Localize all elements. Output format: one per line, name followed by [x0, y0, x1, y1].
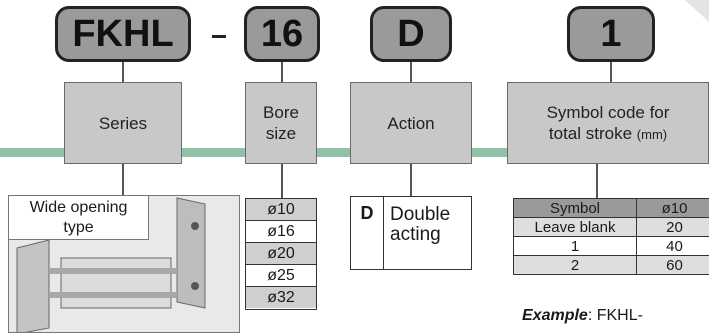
gripper-illustration: [9, 196, 239, 332]
stroke-table: Symbol ø10 Leave blank 20 1 40 2 60: [513, 198, 709, 275]
series-photo: Wide opening type: [8, 195, 240, 333]
stroke-code-box: 1: [567, 6, 655, 62]
photo-caption-line2: type: [63, 219, 94, 236]
connector-line: [281, 164, 283, 198]
connector-line: [410, 62, 412, 82]
table-cell: 40: [636, 236, 709, 256]
table-cell: Leave blank: [513, 217, 637, 237]
bore-size-item: ø16: [246, 221, 316, 243]
bore-size-item: ø32: [246, 287, 316, 308]
connector-line: [122, 62, 124, 82]
bore-label-line1: Bore: [263, 103, 299, 122]
action-code: D: [351, 197, 384, 269]
code-separator-dash: [212, 35, 226, 38]
connector-line: [122, 164, 124, 195]
bore-size-item: ø25: [246, 265, 316, 287]
header-bore: ø10: [636, 198, 709, 218]
stroke-label-line2: total stroke: [548, 123, 633, 143]
table-cell: 20: [636, 217, 709, 237]
header-symbol: Symbol: [513, 198, 637, 218]
stroke-symbol-label: Symbol code for total stroke (mm): [507, 82, 709, 164]
table-row: 1 40: [513, 236, 709, 256]
stroke-label-line1: Symbol code for: [546, 102, 670, 122]
bore-code-box: 16: [244, 6, 320, 62]
connector-line: [610, 62, 612, 82]
stroke-table-wrap: Symbol ø10 Leave blank 20 1 40 2 60: [513, 198, 709, 275]
series-label-text: Series: [98, 113, 148, 133]
bore-size-list: ø10 ø16 ø20 ø25 ø32: [245, 198, 317, 310]
table-cell: 2: [513, 255, 637, 275]
table-row: 2 60: [513, 255, 709, 275]
table-cell: 1: [513, 236, 637, 256]
action-description: Double acting: [384, 197, 471, 269]
series-code-box: FKHL: [55, 6, 191, 62]
stroke-table-header: Symbol ø10: [513, 198, 709, 218]
photo-caption: Wide opening type: [9, 196, 149, 240]
photo-caption-line1: Wide opening: [29, 199, 128, 216]
action-label: Action: [350, 82, 472, 164]
corner-decoration: [685, 0, 709, 22]
stroke-label-unit: (mm): [636, 126, 668, 142]
example-text: : FKHL-: [587, 307, 643, 324]
action-desc-line2: acting: [390, 224, 441, 245]
bore-size-label: Bore size: [245, 82, 317, 164]
connector-line: [281, 62, 283, 82]
connector-line: [410, 164, 412, 196]
bore-size-item: ø20: [246, 243, 316, 265]
example-label: Example: [522, 307, 588, 324]
bore-size-item: ø10: [246, 199, 316, 221]
action-label-text: Action: [387, 113, 435, 133]
table-row: Leave blank 20: [513, 217, 709, 237]
action-table: D Double acting: [350, 196, 472, 270]
series-label: Series: [64, 82, 182, 164]
action-desc-line1: Double: [390, 204, 451, 225]
bore-label-line2: size: [265, 124, 297, 143]
action-code-box: D: [370, 6, 452, 62]
connector-line: [596, 164, 598, 198]
table-cell: 60: [636, 255, 709, 275]
example-line: Example: FKHL-: [522, 307, 709, 325]
